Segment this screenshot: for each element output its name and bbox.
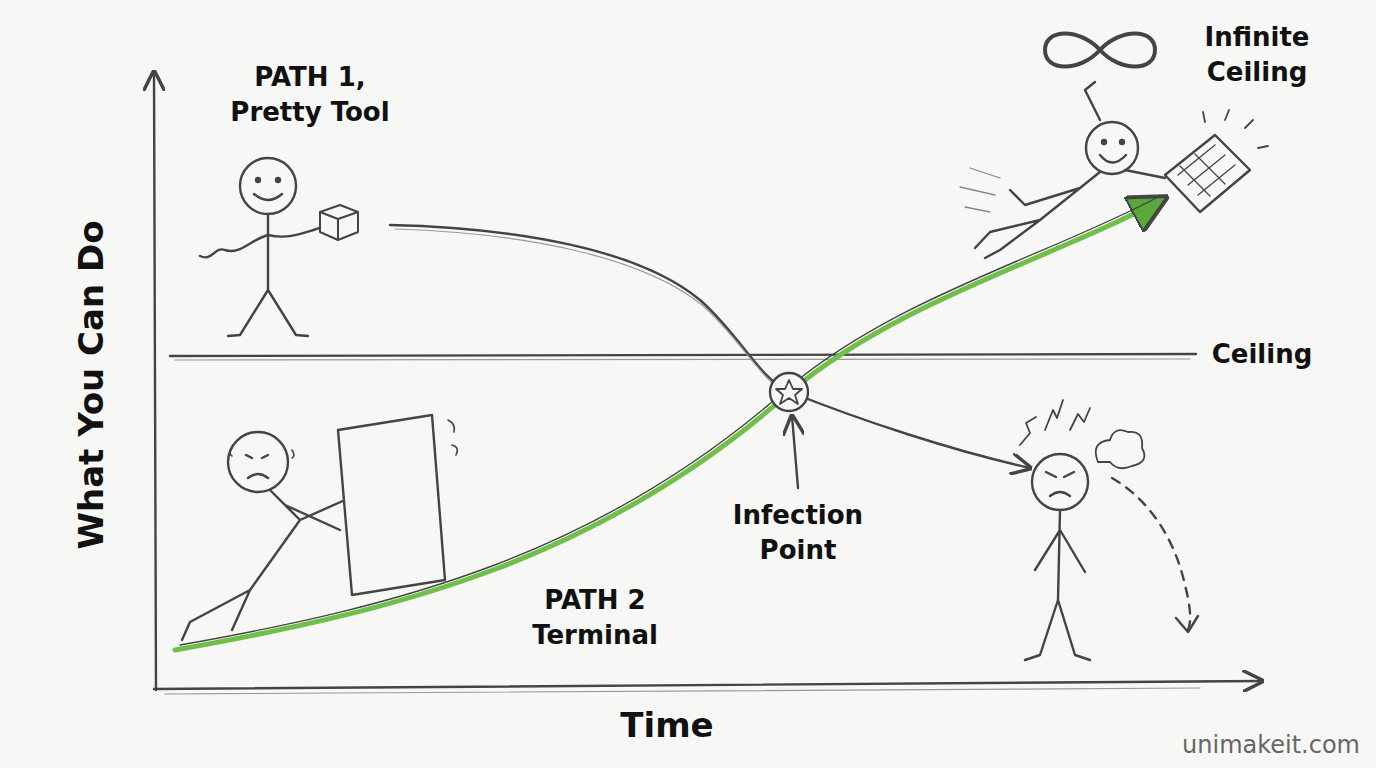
x-axis-title: Time [620,703,713,749]
infinity-symbol [1045,34,1155,67]
leader-arrow [792,416,798,488]
infection-point-label: Infection Point [713,498,883,568]
happy-figure [200,158,358,336]
infection-circle [770,373,808,411]
star-symbol [776,380,802,404]
infinite-ceiling-label: Infinite Ceiling [1167,20,1347,90]
path2-curve [175,198,1165,650]
ceiling-label: Ceiling [1212,337,1313,372]
watermark: unimakeit.com [1182,729,1360,761]
pushing-figure [182,415,457,640]
y-axis-title: What You Can Do [69,220,115,549]
path2-label: PATH 2 Terminal [515,583,675,653]
path1-curve [390,225,1030,468]
flying-figure [960,82,1268,258]
path1-label: PATH 1, Pretty Tool [205,60,415,130]
angry-figure [1020,400,1198,660]
ceiling-line [170,354,1196,356]
y-axis [154,72,156,690]
x-axis [154,681,1262,689]
